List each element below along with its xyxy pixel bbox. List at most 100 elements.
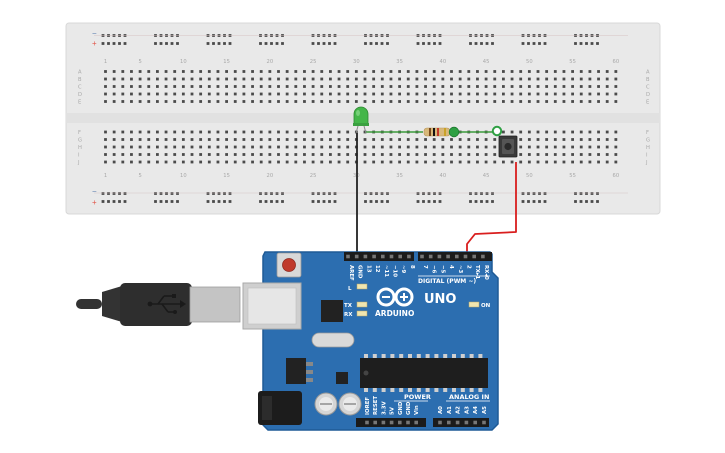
breadboard-hole[interactable] <box>441 153 445 156</box>
rail-hole[interactable] <box>118 42 121 45</box>
breadboard-hole[interactable] <box>294 77 298 81</box>
breadboard-hole[interactable] <box>571 92 574 96</box>
breadboard-hole[interactable] <box>605 100 609 103</box>
breadboard-hole[interactable] <box>199 160 203 164</box>
rail-hole[interactable] <box>579 42 583 45</box>
breadboard-hole[interactable] <box>571 77 574 81</box>
breadboard-hole[interactable] <box>311 85 315 88</box>
breadboard-hole[interactable] <box>562 92 566 96</box>
rail-hole[interactable] <box>480 192 483 195</box>
analog-header[interactable] <box>433 418 489 427</box>
breadboard-hole[interactable] <box>458 77 462 81</box>
breadboard-hole[interactable] <box>510 92 514 96</box>
breadboard-hole[interactable] <box>519 100 523 103</box>
breadboard-hole[interactable] <box>181 160 185 164</box>
breadboard-hole[interactable] <box>372 70 376 73</box>
breadboard-hole[interactable] <box>363 92 367 96</box>
breadboard-hole[interactable] <box>562 138 566 141</box>
breadboard-hole[interactable] <box>380 70 384 73</box>
rail-hole[interactable] <box>333 200 337 203</box>
breadboard-hole[interactable] <box>216 100 220 103</box>
rail-hole[interactable] <box>585 192 588 195</box>
breadboard-hole[interactable] <box>502 77 505 81</box>
breadboard-hole[interactable] <box>138 100 142 103</box>
breadboard-hole[interactable] <box>121 145 125 149</box>
breadboard-hole[interactable] <box>588 160 592 164</box>
breadboard-hole[interactable] <box>458 160 462 164</box>
breadboard-hole[interactable] <box>458 138 462 141</box>
breadboard-hole[interactable] <box>190 100 194 103</box>
breadboard-hole[interactable] <box>285 138 289 141</box>
breadboard-hole[interactable] <box>398 85 401 88</box>
digital-pin-hole[interactable] <box>446 254 450 259</box>
breadboard-hole[interactable] <box>242 77 246 81</box>
breadboard-hole[interactable] <box>519 92 523 96</box>
breadboard-hole[interactable] <box>173 70 177 73</box>
digital-pin-hole[interactable] <box>428 254 433 259</box>
breadboard-hole[interactable] <box>190 153 194 156</box>
power-pin-hole[interactable] <box>398 420 402 425</box>
breadboard-hole[interactable] <box>398 145 401 149</box>
breadboard-hole[interactable] <box>216 85 220 88</box>
rail-hole[interactable] <box>480 200 483 203</box>
breadboard-hole[interactable] <box>251 130 254 134</box>
breadboard-hole[interactable] <box>268 70 272 73</box>
rail-hole[interactable] <box>275 200 279 203</box>
breadboard-hole[interactable] <box>147 100 151 103</box>
rail-hole[interactable] <box>328 42 331 45</box>
breadboard-hole[interactable] <box>588 145 592 149</box>
breadboard-hole[interactable] <box>130 145 133 149</box>
breadboard-hole[interactable] <box>545 77 549 81</box>
red-wire-pin2[interactable] <box>466 162 517 252</box>
green-led[interactable] <box>353 106 369 134</box>
breadboard-hole[interactable] <box>536 92 540 96</box>
bottom-header-holes[interactable] <box>365 420 486 425</box>
breadboard-hole[interactable] <box>467 92 471 96</box>
breadboard-hole[interactable] <box>259 77 263 81</box>
breadboard-hole[interactable] <box>285 77 289 81</box>
digital-pin-hole[interactable] <box>372 254 376 259</box>
breadboard-hole[interactable] <box>233 77 237 81</box>
breadboard-hole[interactable] <box>294 100 298 103</box>
rail-hole[interactable] <box>521 192 525 195</box>
usb-cable[interactable] <box>40 283 241 326</box>
rail-hole[interactable] <box>474 192 478 195</box>
breadboard-hole[interactable] <box>138 153 142 156</box>
breadboard-hole[interactable] <box>571 153 574 156</box>
breadboard-hole[interactable] <box>104 70 107 73</box>
breadboard-hole[interactable] <box>588 77 592 81</box>
breadboard-hole[interactable] <box>138 130 142 134</box>
breadboard-hole[interactable] <box>406 92 410 96</box>
breadboard-hole[interactable] <box>553 138 557 141</box>
breadboard-hole[interactable] <box>130 85 133 88</box>
breadboard-hole[interactable] <box>527 153 531 156</box>
rail-hole[interactable] <box>107 200 110 203</box>
breadboard-hole[interactable] <box>380 153 384 156</box>
breadboard-hole[interactable] <box>441 70 445 73</box>
breadboard-hole[interactable] <box>346 130 350 134</box>
breadboard-hole[interactable] <box>112 153 116 156</box>
breadboard-hole[interactable] <box>104 77 107 81</box>
breadboard-hole[interactable] <box>156 153 159 156</box>
breadboard-hole[interactable] <box>450 70 453 73</box>
breadboard-hole[interactable] <box>225 160 228 164</box>
breadboard-hole[interactable] <box>415 138 419 141</box>
rail-hole[interactable] <box>165 192 168 195</box>
breadboard-hole[interactable] <box>147 70 151 73</box>
breadboard-hole[interactable] <box>311 160 315 164</box>
breadboard-hole[interactable] <box>233 138 237 141</box>
rail-hole[interactable] <box>281 192 284 195</box>
rail-hole[interactable] <box>317 200 320 203</box>
breadboard-hole[interactable] <box>147 130 151 134</box>
rail-hole[interactable] <box>101 42 105 45</box>
breadboard-hole[interactable] <box>614 130 618 134</box>
breadboard-hole[interactable] <box>614 77 618 81</box>
rail-hole[interactable] <box>159 42 163 45</box>
breadboard-hole[interactable] <box>372 160 376 164</box>
breadboard-hole[interactable] <box>415 100 419 103</box>
breadboard-hole[interactable] <box>406 160 410 164</box>
rail-hole[interactable] <box>527 42 530 45</box>
breadboard-hole[interactable] <box>519 130 523 134</box>
breadboard-hole[interactable] <box>285 145 289 149</box>
breadboard-hole[interactable] <box>354 92 358 96</box>
